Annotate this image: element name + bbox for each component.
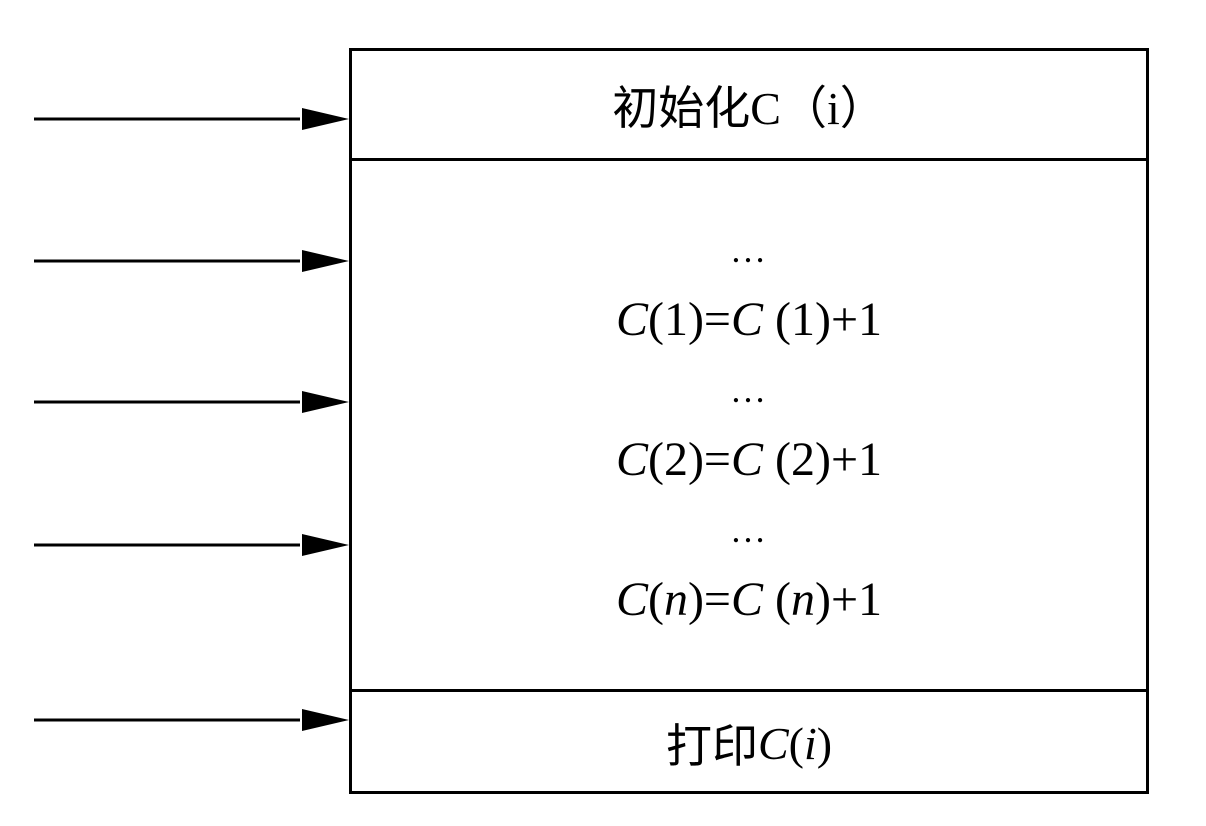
init-section: 初始化C（i） xyxy=(352,51,1146,161)
increment: +1 xyxy=(830,293,883,346)
ellipsis-3: … xyxy=(730,510,768,550)
arg: i xyxy=(803,717,817,769)
var-c: C xyxy=(731,293,764,346)
arg: n xyxy=(663,573,688,626)
arrow-5 xyxy=(34,709,349,731)
var-c: C xyxy=(615,573,648,626)
increment: +1 xyxy=(830,433,883,486)
arrow-3 xyxy=(34,391,349,413)
arrow-1 xyxy=(34,108,349,130)
var-c: C xyxy=(757,717,789,769)
arrow-4 xyxy=(34,534,349,556)
init-label: 初始化C（i） xyxy=(612,82,886,134)
equals: = xyxy=(703,293,731,346)
count-statement-n: C(n)=C (n)+1 xyxy=(615,573,883,626)
increment: +1 xyxy=(830,573,883,626)
input-arrows xyxy=(34,108,349,731)
equals: = xyxy=(703,573,731,626)
var-c: C xyxy=(615,293,648,346)
arg: 2 xyxy=(663,433,688,486)
count-statement-2: C(2)=C (2)+1 xyxy=(615,433,883,486)
equals: = xyxy=(703,433,731,486)
count-section: … C(1)=C (1)+1 … C(2)=C (2)+1 … C(n)=C (… xyxy=(352,161,1146,692)
count-statement-1: C(1)=C (1)+1 xyxy=(615,293,883,346)
ellipsis-1: … xyxy=(730,230,768,270)
var-c: C xyxy=(615,433,648,486)
arg: 1 xyxy=(663,293,688,346)
arg: n xyxy=(791,573,815,626)
arg: 1 xyxy=(791,293,815,346)
var-c: C xyxy=(731,433,764,486)
arg: 2 xyxy=(791,433,815,486)
arrow-2 xyxy=(34,250,349,272)
var-c: C xyxy=(731,573,764,626)
ellipsis-2: … xyxy=(730,370,768,410)
program-structure-box: 初始化C（i） … C(1)=C (1)+1 … C(2)=C (2)+1 … … xyxy=(349,48,1149,794)
print-prefix: 打印 xyxy=(665,721,758,772)
